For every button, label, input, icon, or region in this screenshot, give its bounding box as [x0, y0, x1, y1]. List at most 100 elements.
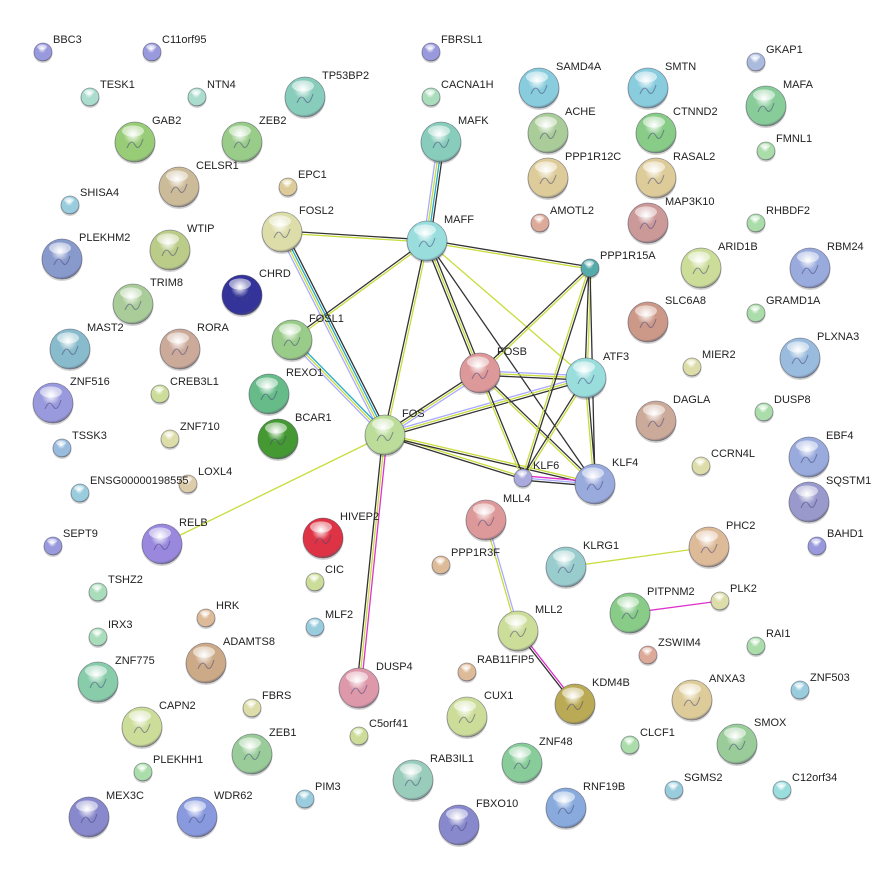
node-REXO1[interactable]: REXO1 — [248, 367, 324, 416]
node-ENSG00000198555[interactable]: ENSG00000198555 — [70, 475, 189, 504]
node-RASAL2[interactable]: RASAL2 — [635, 151, 716, 200]
node-FOS[interactable]: FOS — [364, 408, 425, 457]
edge-FOSB-PPP1R15A[interactable] — [478, 266, 592, 375]
node-TSHZ2[interactable]: TSHZ2 — [88, 574, 143, 603]
node-CREB3L1[interactable]: CREB3L1 — [150, 376, 219, 405]
edge-FOSL1-FOS[interactable] — [289, 338, 388, 437]
node-MAST2[interactable]: MAST2 — [49, 322, 124, 371]
node-RAB11FIP5[interactable]: RAB11FIP5 — [457, 654, 535, 683]
node-CACNA1H[interactable]: CACNA1H — [421, 79, 494, 108]
node-C11orf95[interactable]: C11orf95 — [142, 34, 207, 63]
node-SMOX[interactable]: SMOX — [716, 717, 788, 766]
node-BAHD1[interactable]: BAHD1 — [807, 528, 864, 557]
node-TRIM8[interactable]: TRIM8 — [112, 277, 184, 326]
node-ZSWIM4[interactable]: ZSWIM4 — [638, 637, 701, 666]
node-KLF6[interactable]: KLF6 — [513, 460, 560, 489]
node-PPP1R12C[interactable]: PPP1R12C — [527, 151, 622, 200]
node-CIC[interactable]: CIC — [305, 564, 345, 593]
node-PPP1R3F[interactable]: PPP1R3F — [431, 547, 501, 576]
node-FBRSL1[interactable]: FBRSL1 — [421, 34, 483, 63]
node-RNF19B[interactable]: RNF19B — [545, 781, 626, 830]
node-KLRG1[interactable]: KLRG1 — [545, 540, 620, 589]
node-ZEB2[interactable]: ZEB2 — [221, 115, 287, 164]
node-SGMS2[interactable]: SGMS2 — [664, 772, 723, 801]
edge-MAFF-PPP1R15A[interactable] — [426, 239, 591, 270]
node-C12orf34[interactable]: C12orf34 — [772, 772, 838, 801]
node-BCAR1[interactable]: BCAR1 — [257, 412, 332, 461]
node-MLL2[interactable]: MLL2 — [497, 604, 563, 653]
node-IRX3[interactable]: IRX3 — [88, 619, 133, 648]
node-ZNF775[interactable]: ZNF775 — [77, 655, 155, 704]
node-FOSL2[interactable]: FOSL2 — [261, 205, 334, 254]
node-CCRN4L[interactable]: CCRN4L — [691, 448, 756, 477]
node-PLEKHH1[interactable]: PLEKHH1 — [133, 754, 204, 783]
node-FOSB[interactable]: FOSB — [459, 346, 527, 395]
node-PHC2[interactable]: PHC2 — [688, 520, 756, 569]
node-PIM3[interactable]: PIM3 — [295, 781, 341, 810]
node-ZNF48[interactable]: ZNF48 — [501, 736, 573, 785]
node-DUSP4[interactable]: DUSP4 — [338, 661, 413, 710]
node-PLXNA3[interactable]: PLXNA3 — [779, 331, 860, 380]
node-MLF2[interactable]: MLF2 — [305, 609, 354, 638]
node-LOXL4[interactable]: LOXL4 — [178, 466, 233, 495]
node-ATF3[interactable]: ATF3 — [565, 351, 630, 400]
node-FOSL1[interactable]: FOSL1 — [271, 313, 344, 362]
node-TSSK3[interactable]: TSSK3 — [52, 430, 107, 459]
edge-MAFF-FOSL1[interactable] — [290, 239, 429, 342]
node-HRK[interactable]: HRK — [196, 600, 240, 629]
edge-FOS-KLF4[interactable] — [384, 433, 596, 486]
node-ZEB1[interactable]: ZEB1 — [231, 727, 297, 776]
node-EPC1[interactable]: EPC1 — [278, 169, 327, 198]
node-KDM4B[interactable]: KDM4B — [554, 677, 630, 726]
node-FBRS[interactable]: FBRS — [242, 690, 292, 719]
edge-PPP1R15A-KLF6[interactable] — [521, 267, 592, 479]
edge-MAFF-FOS[interactable] — [383, 240, 429, 436]
edge-MAFF-FOSB[interactable] — [424, 239, 483, 375]
node-AMOTL2[interactable]: AMOTL2 — [530, 205, 595, 234]
node-CELSR1[interactable]: CELSR1 — [158, 160, 239, 209]
node-SMTN[interactable]: SMTN — [627, 61, 697, 110]
node-BBC3[interactable]: BBC3 — [33, 34, 82, 63]
node-FBXO10[interactable]: FBXO10 — [438, 798, 519, 847]
node-HIVEP2[interactable]: HIVEP2 — [302, 511, 380, 560]
node-MIER2[interactable]: MIER2 — [682, 349, 736, 378]
node-WDR62[interactable]: WDR62 — [176, 790, 253, 839]
node-PITPNM2[interactable]: PITPNM2 — [609, 586, 695, 635]
node-CLCF1[interactable]: CLCF1 — [620, 727, 675, 756]
edge-FOSL2-FOS[interactable] — [278, 230, 389, 437]
node-MAFA[interactable]: MAFA — [745, 79, 814, 128]
node-RORA[interactable]: RORA — [159, 322, 230, 371]
node-SEPT9[interactable]: SEPT9 — [43, 528, 98, 557]
node-MAFK[interactable]: MAFK — [420, 115, 490, 164]
edge-FOS-RELB[interactable] — [161, 434, 386, 545]
node-CTNND2[interactable]: CTNND2 — [635, 106, 718, 155]
node-MAP3K10[interactable]: MAP3K10 — [627, 196, 715, 245]
edge-MAFF-KLF4[interactable] — [426, 240, 596, 485]
node-CAPN2[interactable]: CAPN2 — [121, 700, 196, 749]
node-RBM24[interactable]: RBM24 — [789, 241, 864, 290]
node-TESK1[interactable]: TESK1 — [80, 79, 135, 108]
node-WTIP[interactable]: WTIP — [149, 223, 215, 272]
node-ANXA3[interactable]: ANXA3 — [671, 673, 746, 722]
node-ACHE[interactable]: ACHE — [527, 106, 596, 155]
node-GRAMD1A[interactable]: GRAMD1A — [746, 295, 822, 324]
node-RAI1[interactable]: RAI1 — [746, 628, 791, 657]
node-RHBDF2[interactable]: RHBDF2 — [746, 205, 811, 234]
node-PLK2[interactable]: PLK2 — [710, 583, 757, 612]
node-MLL4[interactable]: MLL4 — [465, 493, 531, 542]
node-PPP1R15A[interactable]: PPP1R15A — [580, 250, 657, 279]
edge-FOS-DUSP4[interactable] — [356, 434, 388, 689]
node-CHRD[interactable]: CHRD — [221, 268, 291, 317]
node-ZNF710[interactable]: ZNF710 — [160, 421, 220, 450]
node-SHISA4[interactable]: SHISA4 — [60, 187, 120, 216]
node-GAB2[interactable]: GAB2 — [114, 115, 182, 164]
node-RAB3IL1[interactable]: RAB3IL1 — [392, 753, 475, 802]
node-SQSTM1[interactable]: SQSTM1 — [788, 475, 872, 524]
node-ARID1B[interactable]: ARID1B — [680, 241, 758, 290]
node-RELB[interactable]: RELB — [141, 517, 208, 566]
node-DAGLA[interactable]: DAGLA — [635, 394, 711, 443]
node-FMNL1[interactable]: FMNL1 — [756, 133, 813, 162]
node-TP53BP2[interactable]: TP53BP2 — [284, 70, 370, 119]
edge-MAFF-ATF3[interactable] — [426, 240, 587, 379]
node-ADAMTS8[interactable]: ADAMTS8 — [185, 636, 275, 685]
